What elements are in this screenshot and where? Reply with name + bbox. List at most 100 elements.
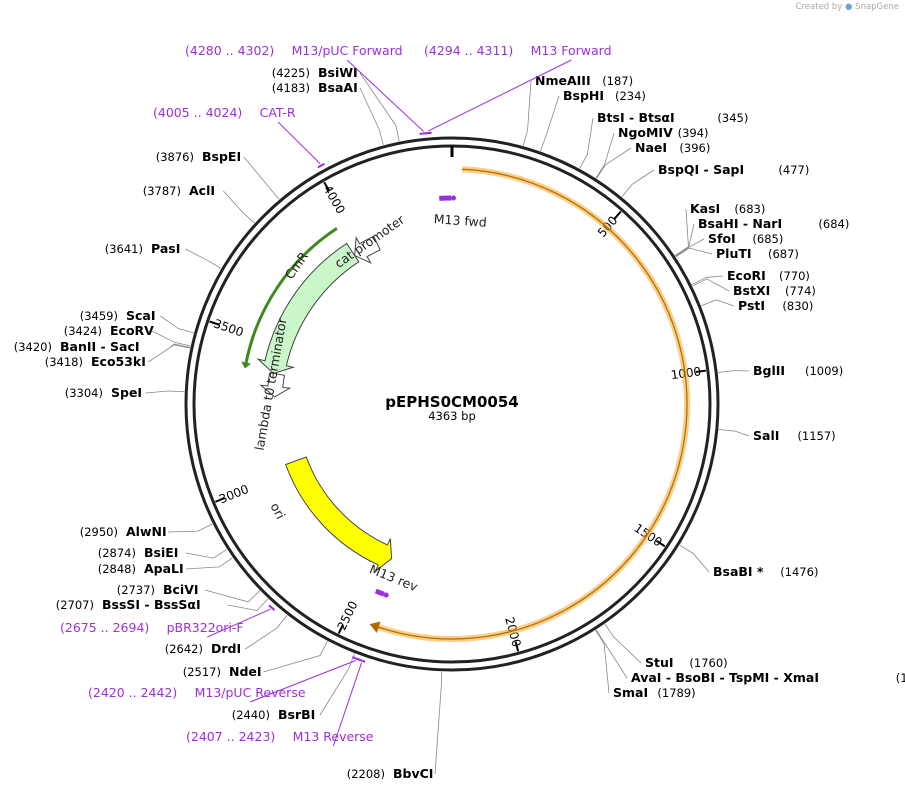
site-leader bbox=[522, 80, 532, 146]
site-name: ApaLI bbox=[144, 561, 184, 576]
site-name: SalI bbox=[753, 428, 779, 443]
site-leader bbox=[359, 72, 400, 142]
site-leader bbox=[595, 629, 628, 679]
tick-label: 4000 bbox=[320, 183, 347, 216]
primer-name: M13 Forward bbox=[531, 43, 612, 58]
primer-leader bbox=[207, 608, 271, 638]
feature-cat-promoter bbox=[354, 235, 381, 264]
site-position: (2874) bbox=[98, 546, 136, 560]
site-position: (1009) bbox=[805, 364, 843, 378]
primer-name: pBR322ori-F bbox=[167, 620, 244, 635]
insert-arc bbox=[377, 168, 688, 640]
site-position: (477) bbox=[778, 163, 809, 177]
site-name: BglII bbox=[753, 363, 785, 378]
site-name: BstXI bbox=[733, 283, 770, 298]
site-leader bbox=[243, 156, 280, 200]
tick-mark bbox=[613, 210, 622, 220]
primer-bar bbox=[358, 658, 366, 663]
feature-label: M13 fwd bbox=[433, 211, 487, 230]
tick-label: 2500 bbox=[334, 599, 360, 633]
primer-range: (4294 .. 4311) bbox=[424, 43, 513, 58]
site-leader bbox=[679, 544, 710, 573]
tick-mark bbox=[323, 181, 331, 192]
site-name: EcoRV bbox=[110, 323, 154, 338]
marker-bar bbox=[244, 227, 338, 365]
site-position: (2848) bbox=[98, 562, 136, 576]
site-leader bbox=[596, 147, 632, 179]
site-position: (2440) bbox=[232, 708, 270, 722]
site-position: (4225) bbox=[272, 66, 310, 80]
site-name: AlwNI bbox=[126, 524, 167, 539]
site-leader bbox=[604, 623, 642, 664]
site-name: BspQI - SapI bbox=[658, 162, 744, 177]
primer-bar bbox=[268, 604, 276, 611]
site-position: (3304) bbox=[65, 386, 103, 400]
site-name: BsrBI bbox=[278, 707, 315, 722]
snapgene-watermark: Created by ● SnapGene bbox=[796, 2, 899, 12]
site-position: (1157) bbox=[797, 429, 835, 443]
primer-name: M13/pUC Forward bbox=[292, 43, 403, 58]
site-position: (1760) bbox=[689, 656, 727, 670]
site-position: (3459) bbox=[80, 309, 118, 323]
site-name: BsiEI bbox=[144, 545, 178, 560]
site-leader bbox=[185, 557, 233, 570]
tick-mark bbox=[695, 369, 706, 373]
primer-range: (2675 .. 2694) bbox=[60, 620, 149, 635]
site-leader bbox=[145, 390, 185, 394]
site-position: (687) bbox=[768, 247, 799, 261]
site-name: AvaI - BsoBI - TspMI - XmaI bbox=[631, 670, 819, 685]
site-name: NaeI bbox=[635, 140, 667, 155]
tick-mark bbox=[514, 641, 520, 652]
tick-mark bbox=[215, 497, 226, 503]
site-position: (1476) bbox=[780, 565, 818, 579]
site-position: (3787) bbox=[143, 184, 181, 198]
primer-name: CAT-R bbox=[260, 105, 296, 120]
primer-bar bbox=[424, 131, 432, 135]
site-name: BspEI bbox=[202, 149, 241, 164]
marker-arrowhead bbox=[241, 361, 252, 369]
site-position: (3876) bbox=[156, 150, 194, 164]
watermark-brand: SnapGene bbox=[855, 2, 899, 12]
primer-leader bbox=[277, 121, 321, 165]
restriction-sites: BsiWI(4225)BsaAI(4183)NmeAIII(187)BspHI(… bbox=[14, 65, 905, 781]
primer-range: (2420 .. 2442) bbox=[88, 685, 177, 700]
site-position: (187) bbox=[602, 74, 633, 88]
site-leader bbox=[160, 315, 194, 334]
site-name: BsaHI - NarI bbox=[698, 216, 782, 231]
site-name: ScaI bbox=[126, 308, 156, 323]
site-name: NdeI bbox=[229, 664, 262, 679]
site-leader bbox=[675, 247, 713, 258]
site-name: SfoI bbox=[708, 231, 736, 246]
site-name: BspHI bbox=[563, 88, 604, 103]
primer-annotations: (4280 .. 4302)M13/pUC Forward(4294 .. 43… bbox=[60, 43, 612, 747]
primer-bind-tip bbox=[383, 592, 389, 598]
site-leader bbox=[691, 275, 724, 285]
site-name: BbvCI bbox=[393, 766, 433, 781]
site-position: (3641) bbox=[105, 242, 143, 256]
site-leader bbox=[540, 95, 560, 152]
site-leader bbox=[718, 429, 750, 437]
plasmid-length: 4363 bp bbox=[428, 409, 476, 423]
feature-label: M13 rev bbox=[367, 561, 420, 594]
site-position: (683) bbox=[734, 202, 765, 216]
site-name: BtsI - BtsαI bbox=[597, 110, 675, 125]
site-leader bbox=[621, 169, 655, 198]
site-leader bbox=[185, 549, 228, 559]
site-position: (1787) bbox=[896, 671, 905, 685]
site-name: SpeI bbox=[111, 385, 142, 400]
site-leader bbox=[701, 299, 735, 307]
site-name: AclI bbox=[189, 183, 215, 198]
primer-bar bbox=[317, 162, 325, 169]
site-name: NgoMIV bbox=[618, 125, 673, 140]
site-leader bbox=[245, 614, 288, 650]
site-position: (3418) bbox=[45, 355, 83, 369]
primer-leader bbox=[249, 660, 356, 703]
site-position: (4183) bbox=[272, 81, 310, 95]
site-position: (2737) bbox=[117, 583, 155, 597]
site-leader bbox=[185, 248, 222, 269]
primer-name: M13 Reverse bbox=[293, 729, 374, 744]
site-leader bbox=[319, 653, 355, 716]
site-position: (770) bbox=[779, 269, 810, 283]
primer-leader bbox=[346, 59, 424, 132]
